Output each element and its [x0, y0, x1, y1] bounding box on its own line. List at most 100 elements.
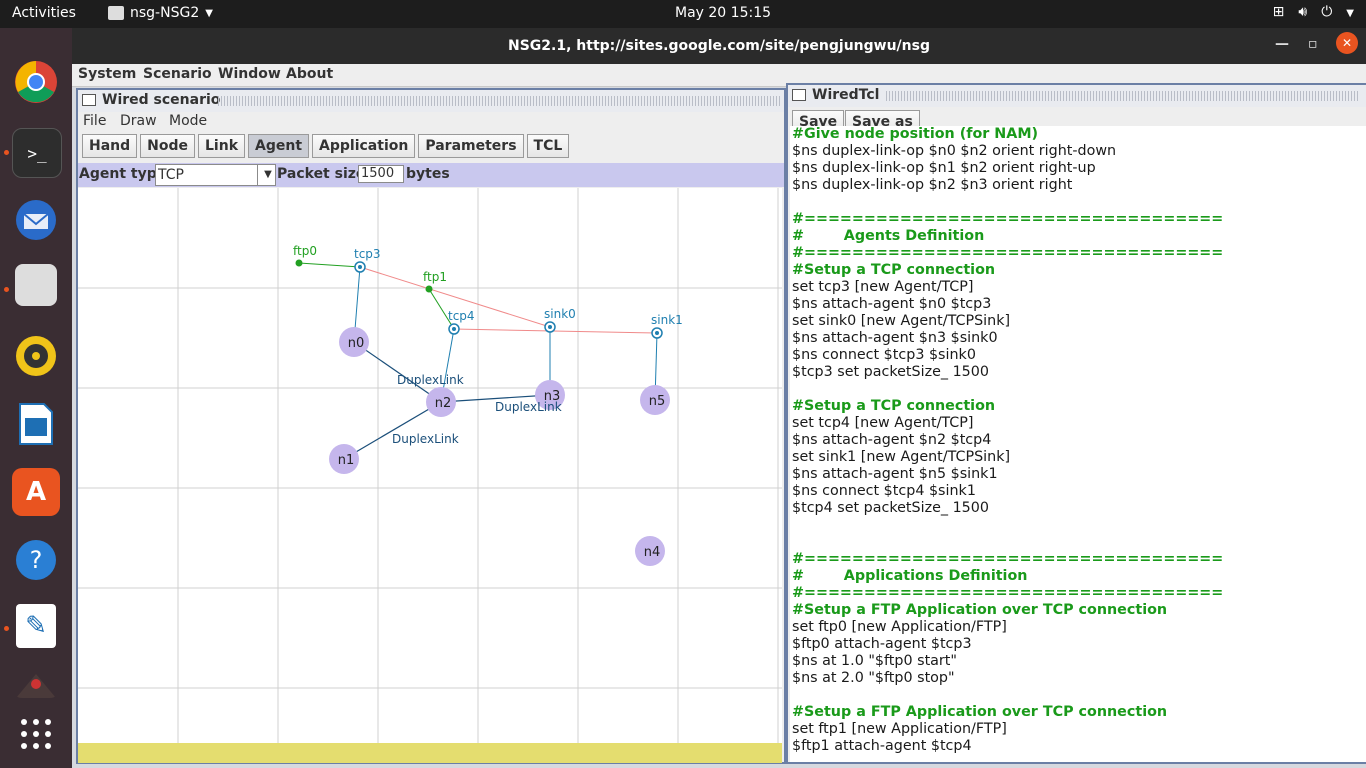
maximize-icon[interactable]: ▫	[1308, 36, 1318, 52]
tcl-line: #===================================	[792, 585, 1224, 601]
tcl-line: set tcp3 [new Agent/TCP]	[792, 279, 974, 295]
thunderbird-icon[interactable]	[12, 196, 60, 244]
duplex-link	[440, 394, 551, 403]
chrome-icon[interactable]	[12, 58, 60, 106]
agent-tcp4[interactable]: tcp4	[448, 309, 475, 335]
packet-size-input[interactable]: 1500	[358, 165, 404, 183]
software-icon[interactable]: A	[12, 468, 60, 516]
tcl-line: $ns duplex-link-op $n2 $n3 orient right	[792, 177, 1073, 193]
menu-system[interactable]: System	[78, 66, 137, 82]
agent-type-select[interactable]: TCP	[155, 164, 276, 186]
window-title: NSG2.1, http://sites.google.com/site/pen…	[508, 38, 930, 54]
top-bar: Activities nsg-NSG2 ▼ May 20 15:15 ⊞ 🔊︎ …	[0, 0, 1366, 28]
app-ftp1[interactable]: ftp1	[423, 270, 447, 293]
tcl-line	[792, 194, 1366, 211]
agent-sink0[interactable]: sink0	[544, 307, 576, 333]
minimize-icon[interactable]: —	[1275, 36, 1289, 52]
node-mode-button[interactable]: Node	[140, 134, 196, 158]
tcl-line: $ns attach-agent $n5 $sink1	[792, 466, 998, 482]
node-n3[interactable]: n3	[535, 380, 565, 410]
files-icon[interactable]	[15, 264, 57, 306]
chevron-down-icon[interactable]: ▼	[257, 164, 278, 186]
menu-mode[interactable]: Mode	[169, 113, 208, 129]
tcl-line	[792, 381, 1366, 398]
hand-mode-button[interactable]: Hand	[82, 134, 138, 158]
link-mode-button[interactable]: Link	[198, 134, 246, 158]
topology-canvas[interactable]: n0 n1 n2 n3 n4 n5 tcp3 tcp4 sink0 sink1 …	[78, 188, 782, 743]
window-titlebar[interactable]: NSG2.1, http://sites.google.com/site/pen…	[72, 28, 1366, 64]
agent-options-bar: Agent type TCP ▼ Packet size 1500 bytes	[78, 163, 784, 187]
agent-tcp3[interactable]: tcp3	[354, 247, 381, 273]
rhythmbox-icon[interactable]	[12, 332, 60, 380]
node-n4[interactable]: n4	[635, 536, 665, 566]
chevron-down-icon: ▼	[205, 7, 213, 19]
nsg-window: NSG2.1, http://sites.google.com/site/pen…	[72, 28, 1366, 768]
tcl-line: set sink1 [new Agent/TCPSink]	[792, 449, 1011, 465]
wired-frame-titlebar[interactable]: Wired scenario	[78, 90, 784, 112]
mode-toolbar: Hand Node Link Agent Application Paramet…	[82, 134, 570, 160]
connection-line	[453, 328, 658, 334]
node-label: n5	[649, 394, 666, 409]
node-label: n4	[644, 545, 661, 560]
application-mode-button[interactable]: Application	[312, 134, 416, 158]
app-menu[interactable]: nsg-NSG2 ▼	[108, 5, 213, 21]
node-n0[interactable]: n0	[339, 327, 369, 357]
node-n1[interactable]: n1	[329, 444, 359, 474]
tcl-line: #Setup a TCP connection	[792, 262, 996, 278]
tcl-line: set sink0 [new Agent/TCPSink]	[792, 313, 1011, 329]
agent-label: sink0	[544, 307, 576, 321]
node-label: n0	[348, 336, 365, 351]
main-menubar: System Scenario Window About	[72, 64, 1366, 87]
tcl-line: $ns duplex-link-op $n1 $n2 orient right-…	[792, 160, 1096, 176]
app-label: ftp1	[423, 270, 447, 284]
running-indicator	[4, 150, 9, 155]
tcl-frame-titlebar[interactable]: WiredTcl	[788, 85, 1366, 107]
network-icon[interactable]: ⊞	[1272, 4, 1285, 20]
connection-line	[359, 266, 551, 328]
tcl-script-text[interactable]: #Give node position (for NAM)$ns duplex-…	[790, 126, 1366, 762]
app-menu-label: nsg-NSG2	[130, 5, 200, 21]
menu-draw[interactable]: Draw	[120, 113, 157, 129]
system-tray[interactable]: ⊞ 🔊︎ ⏻ ▼	[1273, 4, 1354, 24]
show-apps-icon[interactable]	[12, 710, 60, 758]
agent-mode-button[interactable]: Agent	[248, 134, 310, 158]
app-link	[428, 288, 455, 330]
text-editor-icon[interactable]: ✎	[16, 604, 56, 648]
tcl-line: #===================================	[792, 211, 1224, 227]
agent-sink1[interactable]: sink1	[651, 313, 683, 339]
help-icon[interactable]: ?	[12, 536, 60, 584]
activities-button[interactable]: Activities	[12, 5, 76, 21]
link-label: DuplexLink	[495, 400, 562, 414]
menu-scenario[interactable]: Scenario	[143, 66, 212, 82]
tcl-line: set tcp4 [new Agent/TCP]	[792, 415, 974, 431]
tcl-line: $ns connect $tcp4 $sink1	[792, 483, 976, 499]
tcl-line: set ftp0 [new Application/FTP]	[792, 619, 1007, 635]
parameters-mode-button[interactable]: Parameters	[418, 134, 524, 158]
tcl-line: #===================================	[792, 245, 1224, 261]
nsg-app-icon[interactable]	[12, 668, 60, 698]
status-strip	[78, 743, 782, 763]
menu-file[interactable]: File	[83, 113, 107, 129]
menu-about[interactable]: About	[286, 66, 334, 82]
volume-icon[interactable]: 🔊︎	[1298, 4, 1308, 20]
app-ftp0[interactable]: ftp0	[293, 244, 317, 267]
chevron-down-icon[interactable]: ▼	[1346, 8, 1354, 19]
close-icon[interactable]: ✕	[1336, 32, 1358, 54]
dock: >_ A ? ✎	[0, 28, 72, 768]
terminal-icon[interactable]: >_	[12, 128, 62, 178]
tcl-line: #Setup a FTP Application over TCP connec…	[792, 602, 1168, 618]
app-icon	[108, 6, 124, 20]
tcl-line: #Setup a FTP Application over TCP connec…	[792, 704, 1168, 720]
tcl-mode-button[interactable]: TCL	[526, 134, 570, 158]
wired-tcl-frame: WiredTcl Save Save as #Give node positio…	[786, 83, 1366, 764]
frame-icon	[792, 89, 806, 101]
tcl-frame-title: WiredTcl	[812, 87, 880, 103]
node-n2[interactable]: n2	[426, 387, 456, 417]
menu-window[interactable]: Window	[218, 66, 281, 82]
node-n5[interactable]: n5	[640, 385, 670, 415]
bytes-label: bytes	[406, 166, 450, 182]
power-icon[interactable]: ⏻	[1321, 4, 1333, 20]
duplex-link	[343, 401, 442, 460]
clock[interactable]: May 20 15:15	[675, 5, 772, 21]
writer-icon[interactable]	[12, 400, 60, 448]
